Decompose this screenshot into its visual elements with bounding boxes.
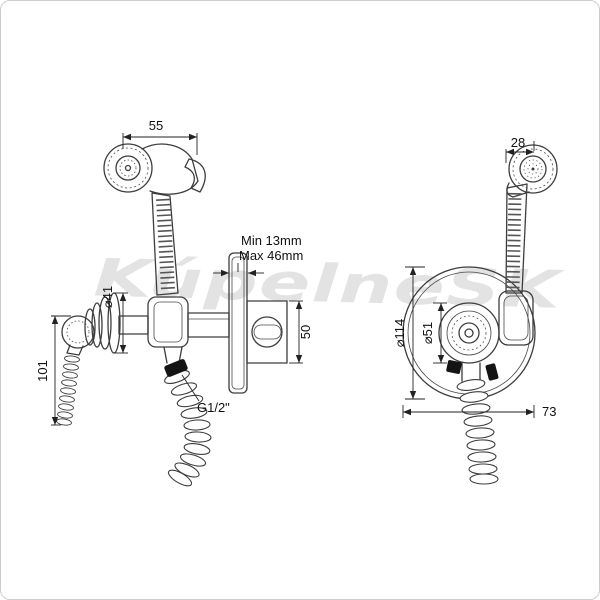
dim-wall-depth: Min 13mm Max 46mm xyxy=(213,233,303,277)
dim-diameter-51: ⌀51 xyxy=(420,302,447,364)
dim-101: 101 xyxy=(35,315,71,426)
left-wall-bracket-drawing xyxy=(118,296,230,364)
dim-label-50: 50 xyxy=(298,325,313,339)
dim-label-55: 55 xyxy=(149,118,163,133)
dim-label-min-depth: Min 13mm xyxy=(241,233,302,248)
left-shower-hose-coil xyxy=(164,359,212,487)
dim-label-41: ⌀41 xyxy=(100,286,115,308)
thread-label: G1/2" xyxy=(197,400,230,415)
right-holder-cup-drawing xyxy=(498,290,534,346)
left-view: 55 Min 13mm Max 46mm 50 ⌀41 xyxy=(35,118,313,487)
right-handle-drawing xyxy=(505,183,528,294)
dim-55: 55 xyxy=(122,118,198,155)
dim-label-51: ⌀51 xyxy=(420,322,435,344)
right-sprayer-head-drawing xyxy=(506,144,558,198)
left-hose-nut xyxy=(164,359,188,377)
right-hose-nut-left xyxy=(446,360,462,374)
dim-73: 73 xyxy=(402,404,556,419)
left-sprayer-head-drawing xyxy=(103,143,206,195)
watermark-text: KúpelneSK xyxy=(93,249,566,321)
dim-label-101: 101 xyxy=(35,360,50,382)
thread-callout: G1/2" xyxy=(181,374,230,415)
dim-50: 50 xyxy=(289,300,313,364)
left-handle-drawing xyxy=(151,192,179,296)
dim-label-114: ⌀114 xyxy=(392,319,407,348)
dim-28: 28 xyxy=(505,135,535,163)
dim-diameter-41: ⌀41 xyxy=(100,286,128,354)
left-supply-hose-coil xyxy=(56,355,80,426)
right-view: 28 ⌀114 ⌀51 73 xyxy=(392,135,558,485)
dim-label-73: 73 xyxy=(542,404,556,419)
dim-label-28: 28 xyxy=(511,135,525,150)
right-hose-nut-right xyxy=(485,363,499,381)
left-valve-box-drawing xyxy=(246,300,288,364)
right-shower-hose-coil xyxy=(446,360,499,485)
dim-label-max-depth: Max 46mm xyxy=(239,248,303,263)
dim-diameter-114: ⌀114 xyxy=(392,266,425,400)
